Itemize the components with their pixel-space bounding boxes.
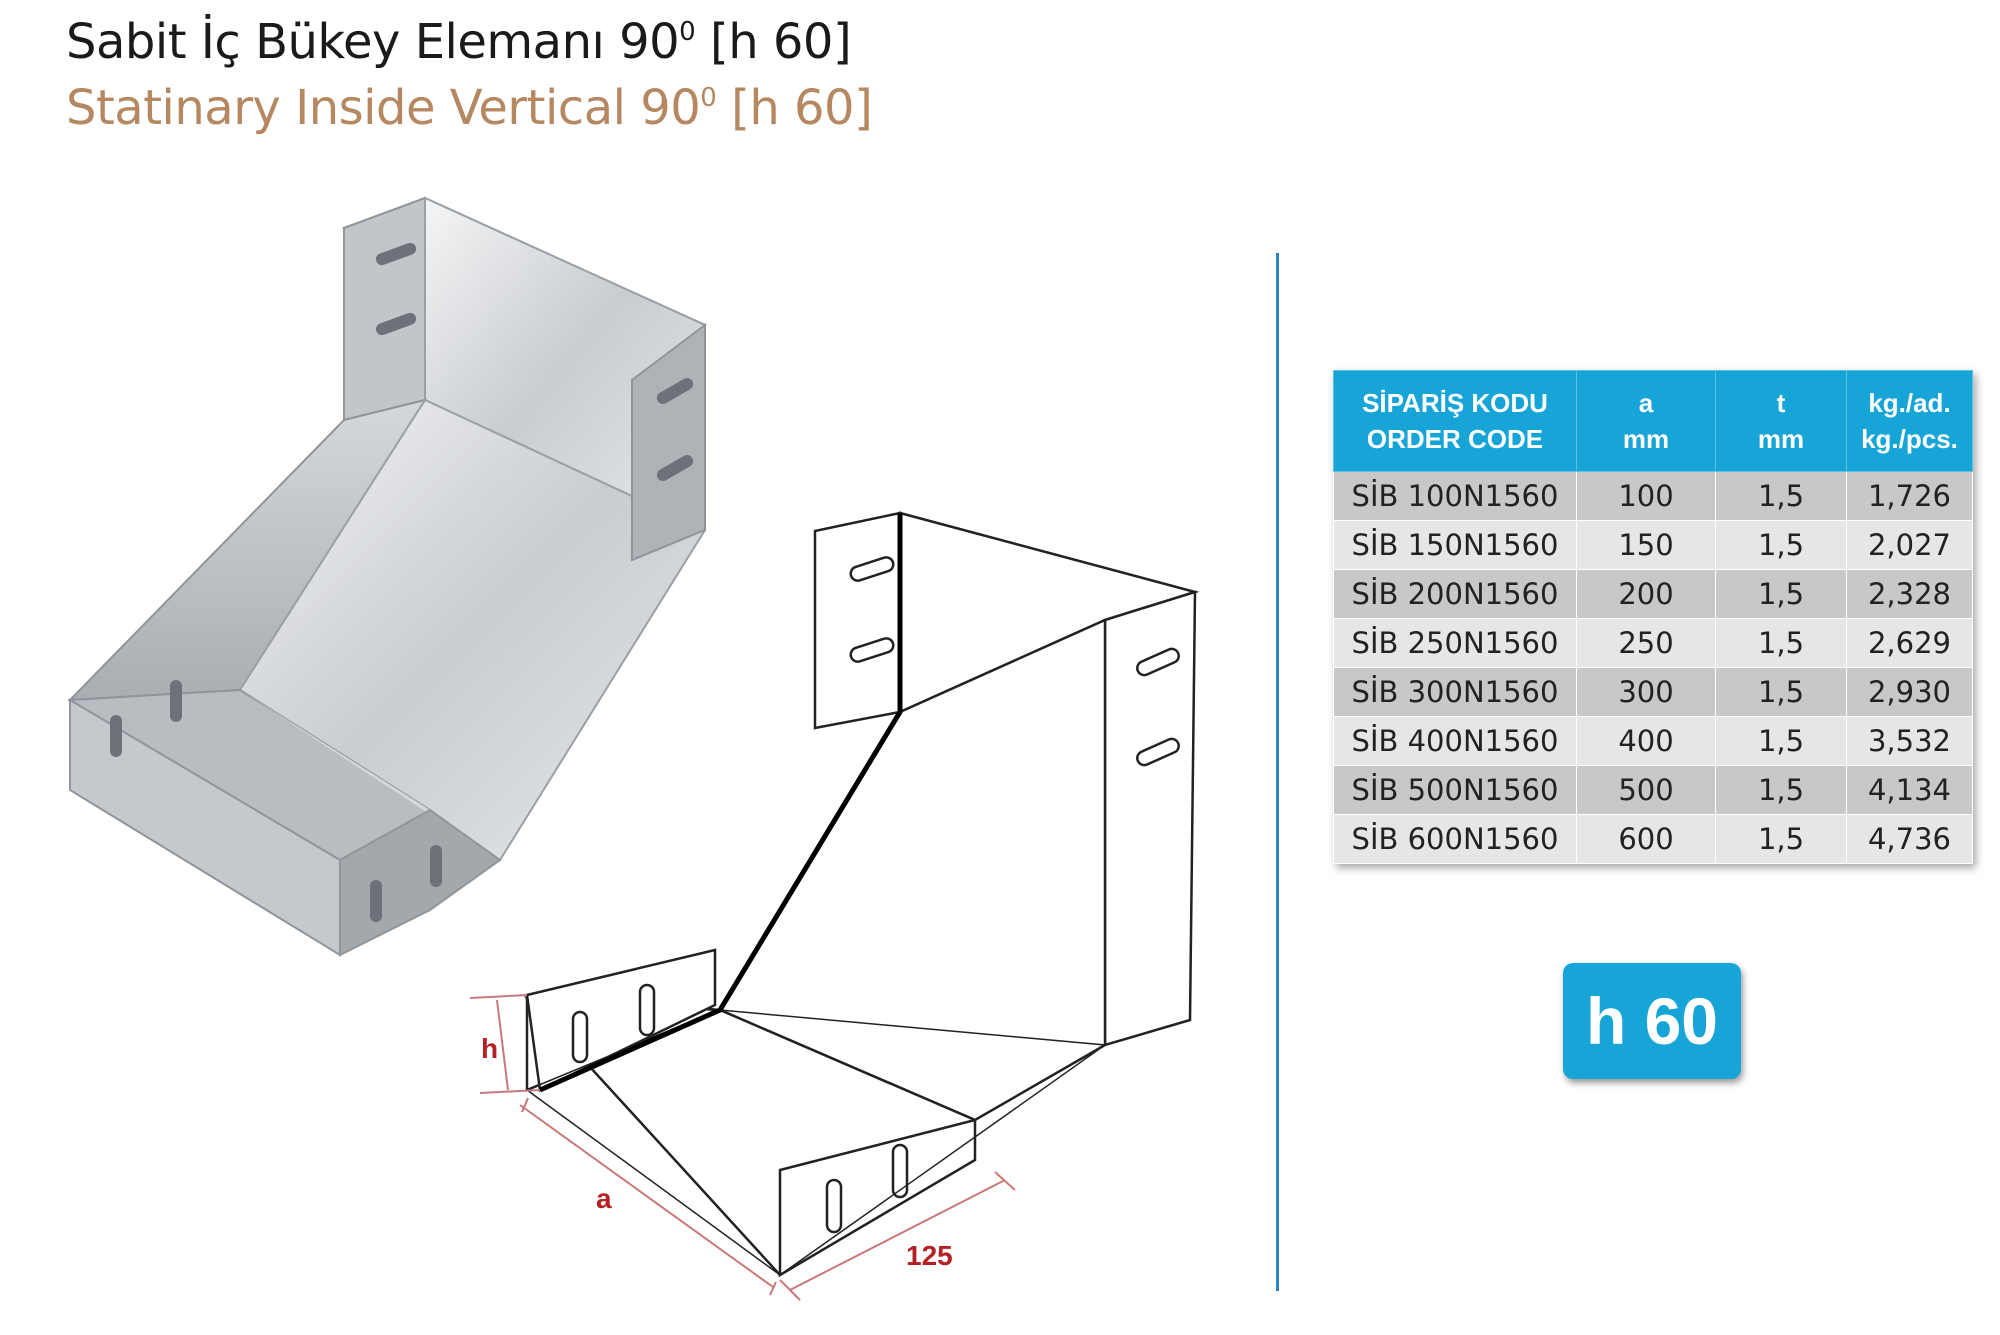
cell-a: 100 bbox=[1576, 471, 1716, 521]
cell-code: SİB 200N1560 bbox=[1333, 569, 1577, 619]
cell-a: 400 bbox=[1576, 716, 1716, 766]
cell-weight: 4,736 bbox=[1846, 814, 1973, 864]
cell-code: SİB 600N1560 bbox=[1333, 814, 1577, 864]
cell-a: 150 bbox=[1576, 520, 1716, 570]
cell-code: SİB 100N1560 bbox=[1333, 471, 1577, 521]
metal-tray-render bbox=[67, 196, 707, 957]
product-illustration bbox=[67, 196, 1200, 1301]
cell-t: 1,5 bbox=[1715, 520, 1847, 570]
cell-a: 250 bbox=[1576, 618, 1716, 668]
cell-weight: 3,532 bbox=[1846, 716, 1973, 766]
cell-code: SİB 150N1560 bbox=[1333, 520, 1577, 570]
cell-weight: 2,629 bbox=[1846, 618, 1973, 668]
cell-code: SİB 500N1560 bbox=[1333, 765, 1577, 815]
cell-t: 1,5 bbox=[1715, 667, 1847, 717]
cell-t: 1,5 bbox=[1715, 814, 1847, 864]
cell-weight: 2,027 bbox=[1846, 520, 1973, 570]
dimension-length-label: 125 bbox=[906, 1240, 953, 1271]
header-weight: kg./ad.kg./pcs. bbox=[1846, 370, 1973, 472]
cell-a: 500 bbox=[1576, 765, 1716, 815]
dimension-a-label: a bbox=[596, 1183, 612, 1214]
cell-a: 300 bbox=[1576, 667, 1716, 717]
cell-t: 1,5 bbox=[1715, 569, 1847, 619]
cell-code: SİB 250N1560 bbox=[1333, 618, 1577, 668]
cell-weight: 4,134 bbox=[1846, 765, 1973, 815]
line-drawing bbox=[523, 511, 1200, 1278]
cell-t: 1,5 bbox=[1715, 765, 1847, 815]
height-badge: h 60 bbox=[1563, 963, 1741, 1079]
cell-t: 1,5 bbox=[1715, 618, 1847, 668]
cell-code: SİB 400N1560 bbox=[1333, 716, 1577, 766]
title-english: Statinary Inside Vertical 900 [h 60] bbox=[66, 80, 873, 136]
cell-weight: 2,930 bbox=[1846, 667, 1973, 717]
cell-weight: 2,328 bbox=[1846, 569, 1973, 619]
title-turkish: Sabit İç Bükey Elemanı 900 [h 60] bbox=[66, 14, 852, 70]
cell-t: 1,5 bbox=[1715, 716, 1847, 766]
dimension-h-label: h bbox=[481, 1033, 499, 1064]
dimension-lines bbox=[469, 994, 1016, 1301]
cell-t: 1,5 bbox=[1715, 471, 1847, 521]
cell-a: 600 bbox=[1576, 814, 1716, 864]
cell-a: 200 bbox=[1576, 569, 1716, 619]
cell-code: SİB 300N1560 bbox=[1333, 667, 1577, 717]
vertical-divider bbox=[1276, 253, 1279, 1291]
cell-weight: 1,726 bbox=[1846, 471, 1973, 521]
